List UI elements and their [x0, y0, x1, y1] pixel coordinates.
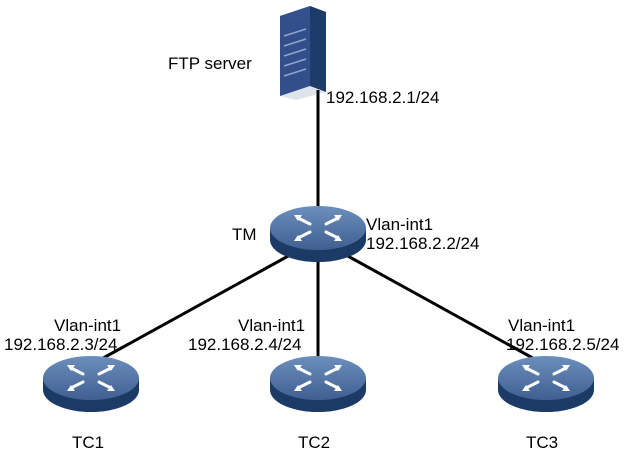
switch-icon — [270, 206, 366, 262]
tm-name: TM — [232, 225, 257, 244]
link-tm-tc3 — [345, 253, 541, 364]
tc2-ip: 192.168.2.4/24 — [188, 335, 302, 354]
switch-icon — [498, 356, 594, 412]
tc3-iface: Vlan-int1 — [508, 316, 576, 335]
switch-icon — [270, 356, 366, 412]
tc1-iface: Vlan-int1 — [54, 316, 122, 335]
tc3-ip: 192.168.2.5/24 — [506, 335, 620, 354]
ftp-server-name: FTP server — [168, 54, 252, 73]
ftp-server — [280, 6, 326, 105]
tc2-iface: Vlan-int1 — [238, 316, 306, 335]
switch-icon — [43, 356, 139, 412]
tm-iface: Vlan-int1 — [366, 215, 434, 234]
tm-switch — [270, 204, 366, 269]
tc3-switch — [498, 354, 594, 419]
tc3-name: TC3 — [526, 433, 559, 452]
tm-ip: 192.168.2.2/24 — [366, 234, 480, 253]
tc2-switch — [270, 354, 366, 419]
tc1-ip: 192.168.2.3/24 — [4, 335, 118, 354]
server-icon — [280, 6, 326, 100]
tc2-name: TC2 — [298, 433, 331, 452]
link-tm-tc1 — [95, 253, 291, 364]
tc1-name: TC1 — [72, 433, 105, 452]
tc1-switch — [43, 354, 139, 419]
ftp-server-ip: 192.168.2.1/24 — [326, 88, 440, 107]
